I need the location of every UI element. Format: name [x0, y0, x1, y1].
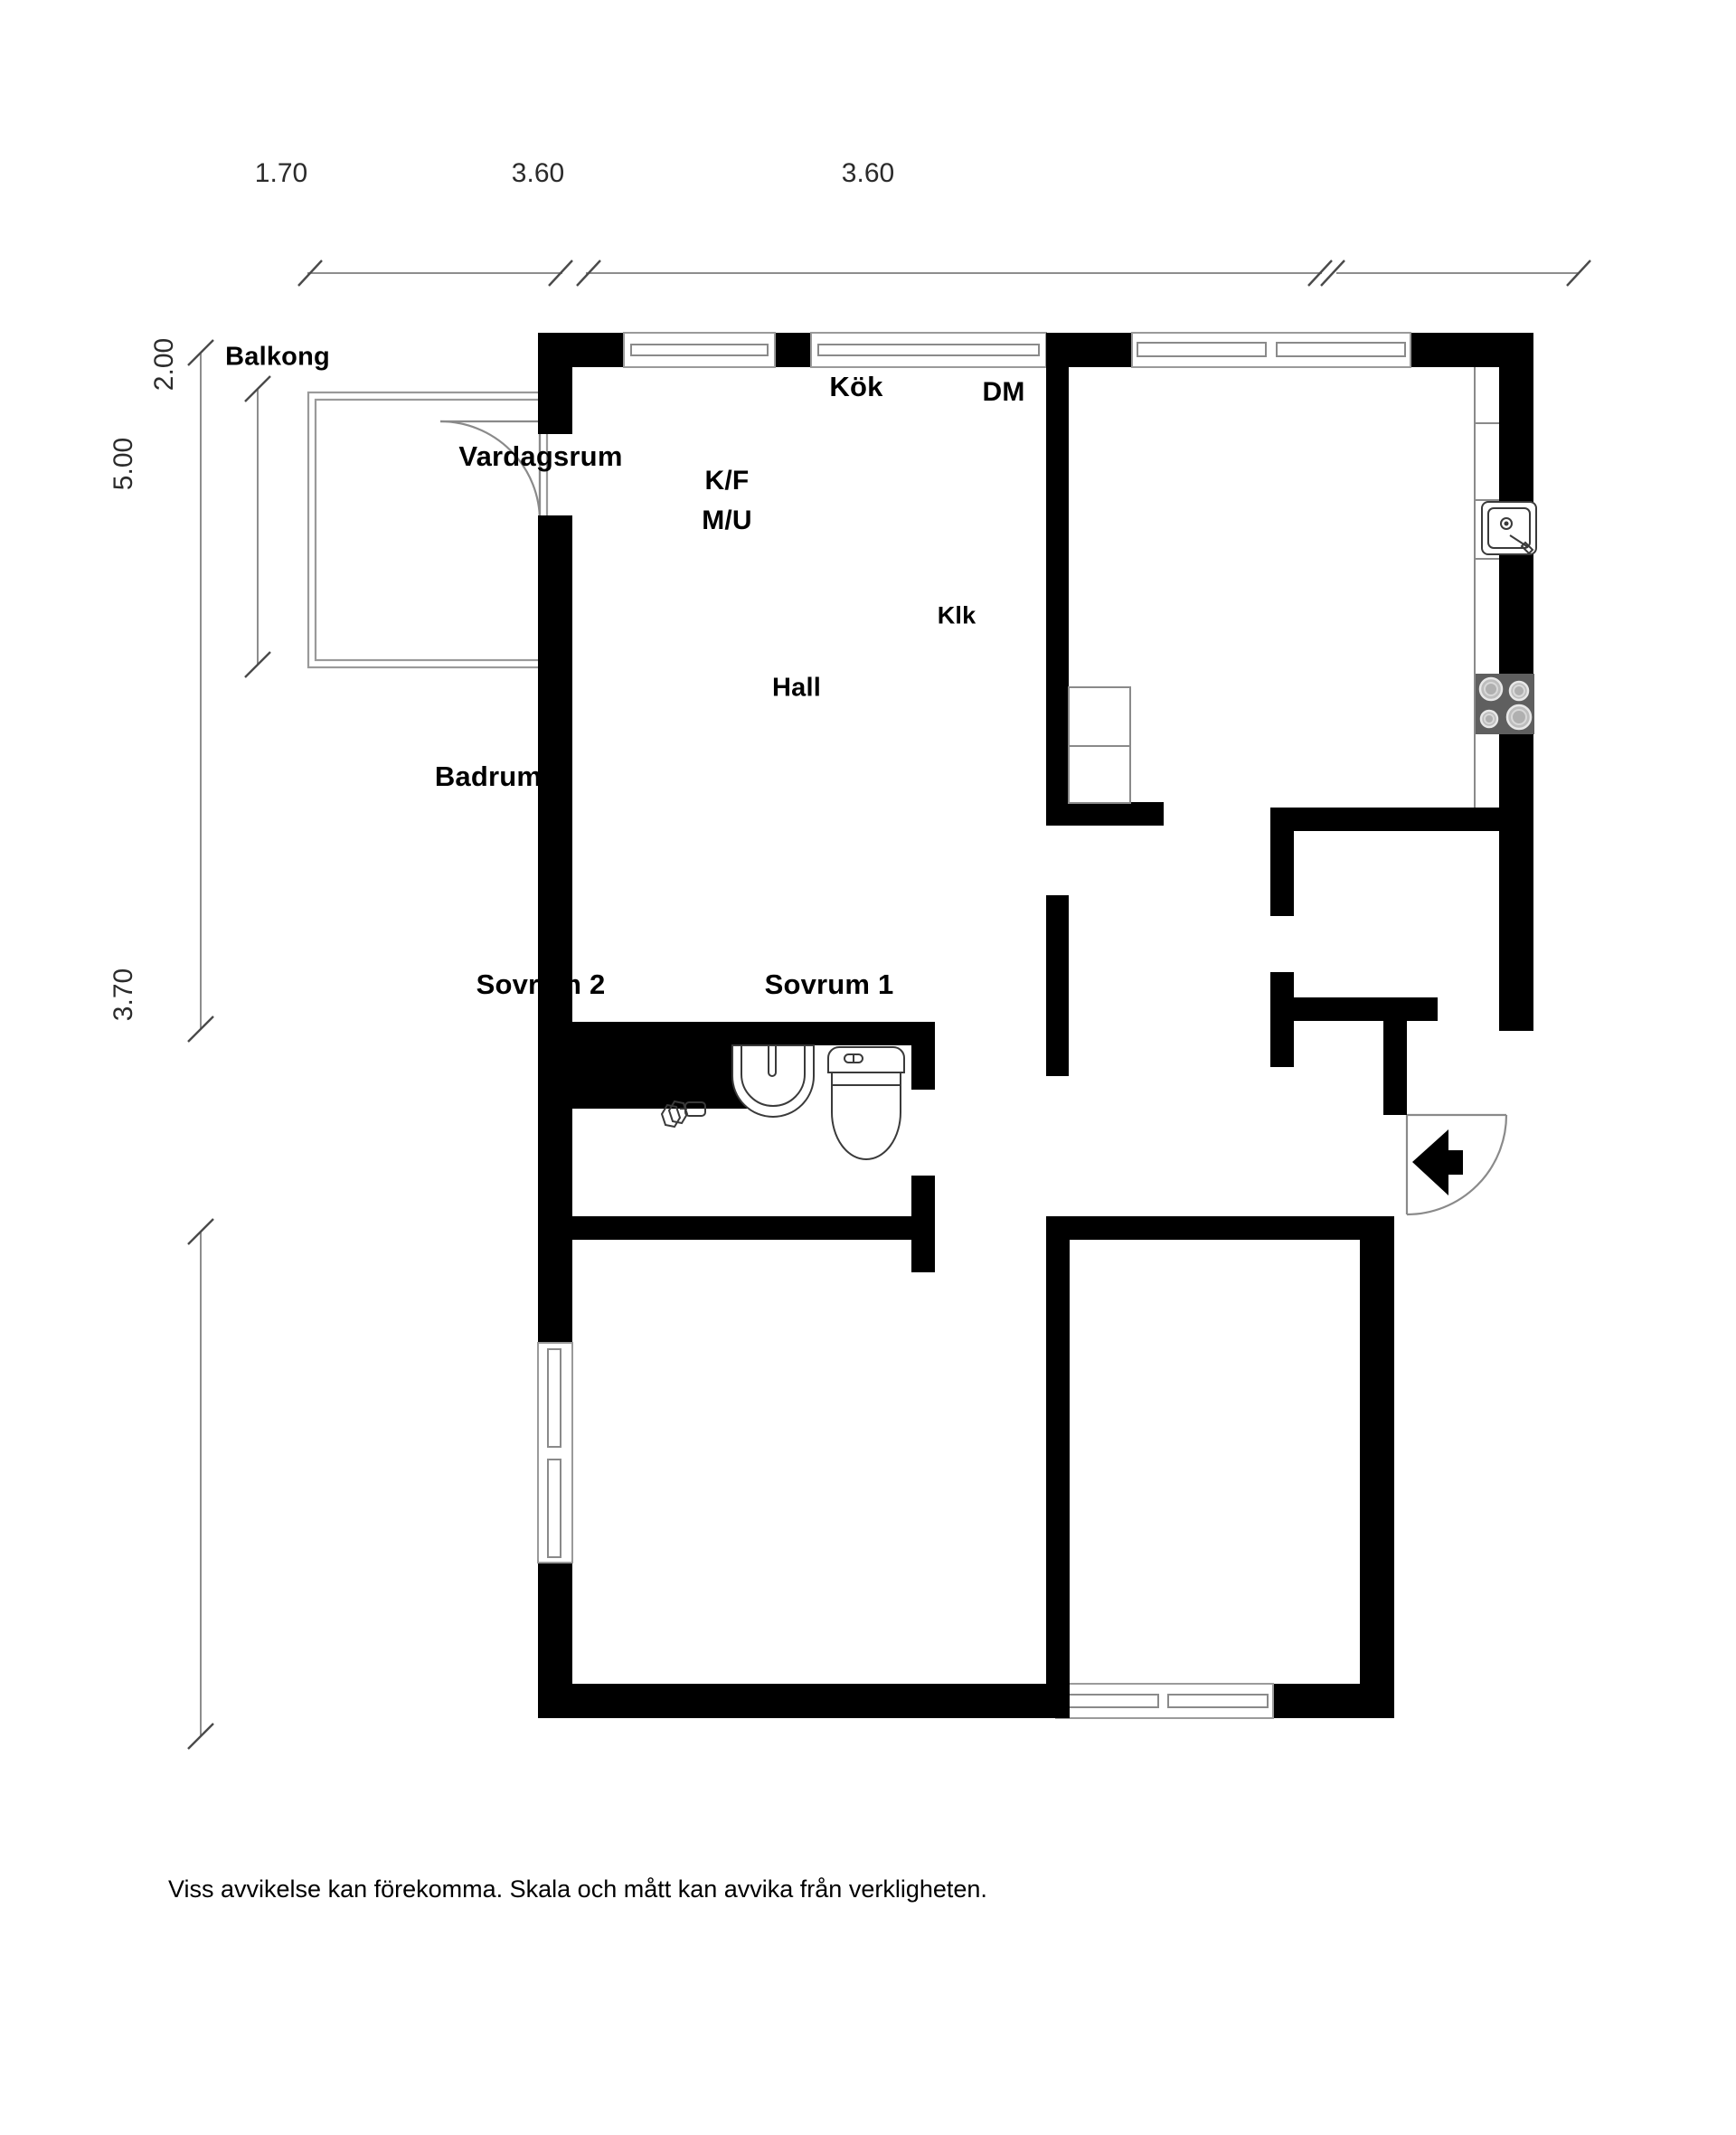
- kf-mu-cabinets: [1068, 686, 1131, 804]
- toilet-icon: [827, 1046, 905, 1160]
- dimension-label-left-5: 5.00: [108, 437, 138, 491]
- room-label-balkong: Balkong: [225, 342, 330, 372]
- room-label-hall: Hall: [772, 673, 821, 703]
- top-dimension-chain: [297, 260, 1591, 287]
- dimension-label-top-1: 1.70: [254, 158, 308, 188]
- room-label-kok: Kök: [829, 371, 883, 402]
- entry-door: [1405, 1113, 1508, 1216]
- room-label-sovrum-2: Sovrum 2: [476, 968, 606, 1000]
- dimension-label-left-370: 3.70: [108, 968, 138, 1022]
- interior-walls: [538, 333, 1533, 1718]
- dimension-label-left-2: 2.00: [149, 337, 179, 392]
- stove-icon: [1476, 674, 1534, 734]
- appliance-label-dm: DM: [982, 377, 1025, 407]
- appliance-label-kf: K/F: [704, 466, 750, 496]
- room-label-klk: Klk: [937, 601, 976, 629]
- dimension-label-top-3: 3.60: [841, 158, 895, 188]
- room-label-vardagsrum: Vardagsrum: [458, 440, 623, 472]
- left-dimension-chain: [187, 339, 271, 1750]
- window-living-right: [810, 332, 1047, 368]
- window-sovrum2-west: [537, 1342, 573, 1563]
- room-label-badrum: Badrum: [434, 760, 542, 792]
- dimension-label-top-2: 3.60: [511, 158, 565, 188]
- entry-arrow-icon: [1412, 1129, 1463, 1195]
- window-kitchen: [1131, 332, 1411, 368]
- balcony-door-swing: [439, 420, 542, 522]
- kitchen-sink-icon: [1481, 501, 1537, 555]
- washbasin-icon: [731, 1044, 815, 1118]
- room-label-sovrum-1: Sovrum 1: [764, 968, 894, 1000]
- shower-mixer-icon: [660, 1100, 706, 1129]
- window-living-left: [623, 332, 776, 368]
- appliance-label-mu: M/U: [702, 505, 752, 535]
- kitchen-counter: [1474, 367, 1499, 808]
- window-sovrum1-south: [1055, 1683, 1274, 1719]
- balcony-outline: [307, 391, 549, 669]
- disclaimer-note: Viss avvikelse kan förekomma. Skala och …: [168, 1875, 987, 1903]
